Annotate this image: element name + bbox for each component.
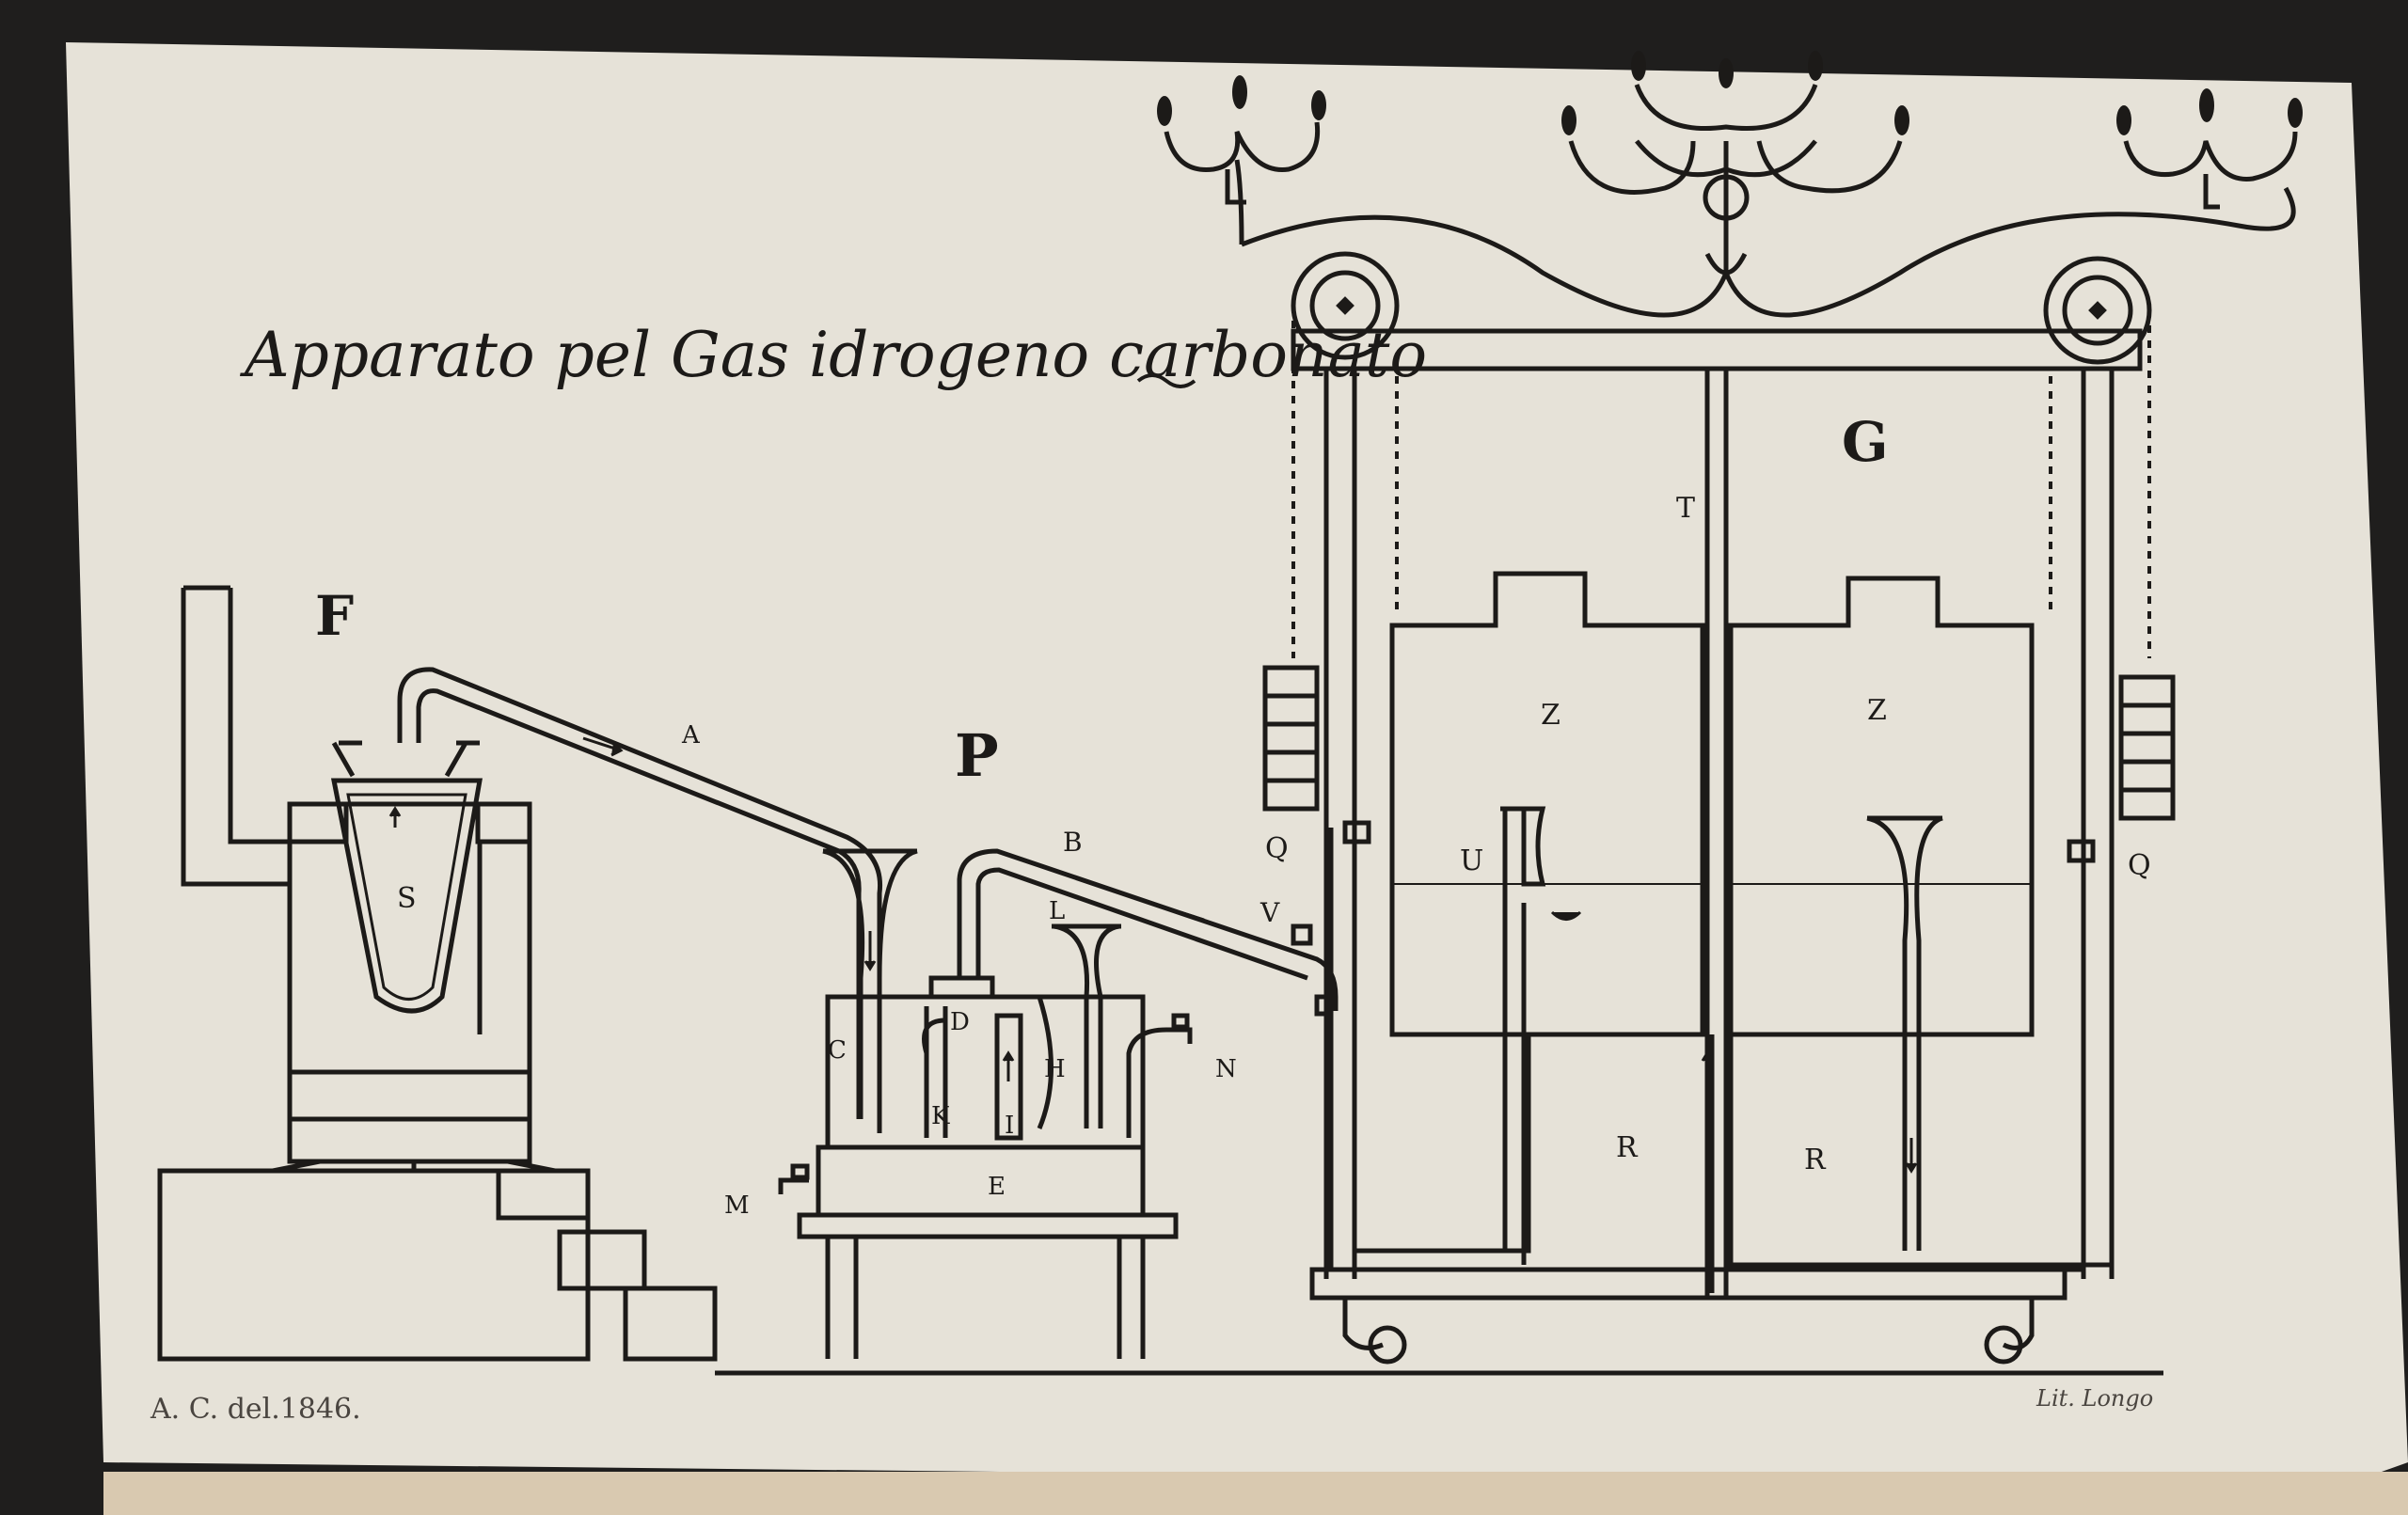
page-edge-bottom xyxy=(103,1472,2408,1515)
plate-title: Apparato pel Gas idrogeno carbonato xyxy=(239,319,1427,391)
label-i: I xyxy=(1005,1112,1014,1140)
credit-artist: A. C. del.1846. xyxy=(150,1393,361,1426)
paper-sheet xyxy=(66,42,2408,1486)
label-m: M xyxy=(724,1191,750,1220)
diagram-labels: F P G A B C D E H I K L M N Q Q R R S T … xyxy=(315,410,2151,1220)
label-a: A xyxy=(681,721,701,750)
label-v: V xyxy=(1259,897,1280,928)
label-u: U xyxy=(1460,844,1483,877)
flames xyxy=(1157,51,2303,320)
label-z-left: Z xyxy=(1541,699,1560,732)
pipe-a xyxy=(397,667,883,1133)
label-c: C xyxy=(828,1036,847,1065)
diagram-lines xyxy=(157,84,2298,1376)
furnace-f xyxy=(157,585,718,1362)
title-flourish xyxy=(1136,373,1196,388)
label-k: K xyxy=(931,1102,950,1130)
label-e: E xyxy=(988,1173,1006,1201)
label-f: F xyxy=(315,584,354,648)
label-q-left: Q xyxy=(1265,832,1289,865)
label-p: P xyxy=(955,721,999,790)
label-g: G xyxy=(1842,410,1889,474)
label-r-left: R xyxy=(1616,1131,1639,1164)
label-q-right: Q xyxy=(2128,849,2151,882)
gasometer-g xyxy=(715,84,2298,1376)
purifier-p xyxy=(778,848,1339,1359)
label-t: T xyxy=(1676,492,1695,525)
flow-arrows xyxy=(388,736,1918,1174)
label-r-right: R xyxy=(1804,1144,1827,1176)
label-l: L xyxy=(1049,897,1065,925)
label-s: S xyxy=(397,882,417,915)
credit-lithographer: Lit. Longo xyxy=(2036,1385,2153,1412)
label-n: N xyxy=(1215,1055,1237,1083)
label-d: D xyxy=(950,1008,970,1036)
pipe-b xyxy=(957,848,1339,1011)
label-b: B xyxy=(1063,827,1083,858)
label-z-right: Z xyxy=(1867,694,1887,727)
label-h: H xyxy=(1044,1055,1066,1083)
